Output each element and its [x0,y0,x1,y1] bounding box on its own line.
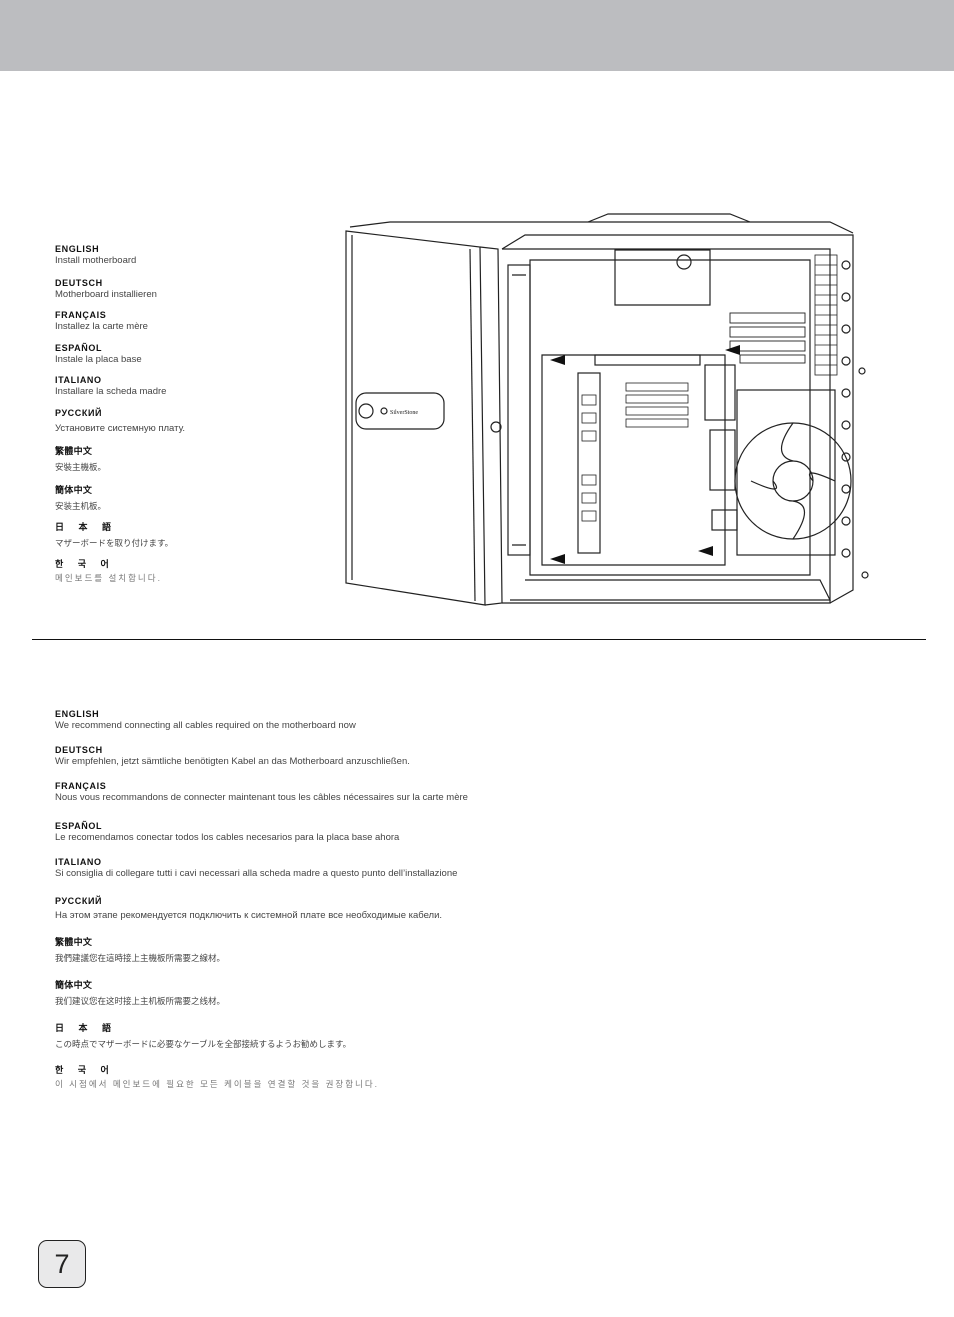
lang-title: 한 국 어 [55,559,115,569]
motherboard [541,354,726,566]
fan-blades [750,422,836,540]
lang-title: 日 本 語 [55,522,118,532]
lang-title: 日 本 語 [55,1023,118,1033]
expansion-slots [729,312,806,364]
lang-block-simplified-chinese-2: 簡体中文 我们建议您在这时接上主机板所需要之线材。 [55,980,225,1007]
lang-text: 安装主机板。 [55,501,107,511]
lang-block-japanese-2: 日 本 語 この時点でマザーボードに必要なケーブルを全部接続するようお勧めします… [55,1023,351,1050]
lang-title: ESPAÑOL [55,821,103,831]
lang-block-korean-2: 한 국 어 이 시점에서 메인보드에 필요한 모든 케이블을 연결할 것을 권장… [55,1065,379,1090]
screw-arrows [550,345,740,564]
front-side [479,246,503,606]
lang-title: ESPAÑOL [55,343,103,353]
lang-text: 我們建議您在這時接上主機板所需要之線材。 [55,953,226,963]
lang-text: We recommend connecting all cables requi… [55,720,356,731]
lang-block-french: FRANÇAIS Installez la carte mère [55,310,148,333]
lang-block-english: ENGLISH Install motherboard [55,244,136,267]
io-block-lower [711,509,738,531]
lang-text: Install motherboard [55,255,137,266]
lang-block-english-2: ENGLISH We recommend connecting all cabl… [55,709,356,732]
corner-screw [861,571,869,579]
lang-text: Wir empfehlen, jetzt sämtliche benötigte… [55,756,410,767]
chassis-floor [510,579,831,601]
lang-title: 簡体中文 [55,485,93,495]
chassis-top-edge [349,221,854,234]
lang-text: Le recomendamos conectar todos los cable… [55,832,400,843]
interior-back [529,259,811,576]
lang-title: 簡体中文 [55,980,93,990]
lang-text: 메인보드를 설치합니다. [55,573,162,583]
io-block-middle [709,429,736,491]
lang-block-spanish-2: ESPAÑOL Le recomendamos conectar todos l… [55,821,399,844]
ram-slot-column [577,372,601,554]
lang-block-simplified-chinese: 簡体中文 安装主机板。 [55,485,106,512]
lang-block-german-2: DEUTSCH Wir empfehlen, jetzt sämtliche b… [55,745,410,768]
header-band [0,0,954,71]
lang-title: ENGLISH [55,244,100,254]
front-badge [355,392,445,430]
lang-block-russian-2: РУССКИЙ На этом этапе рекомендуется подк… [55,896,442,922]
silverstone-logo-icon [380,407,388,415]
lang-block-french-2: FRANÇAIS Nous vous recommandons de conne… [55,781,468,804]
lang-block-japanese: 日 本 語 マザーボードを取り付けます。 [55,522,173,549]
heatsink [625,382,689,428]
lang-title: ENGLISH [55,709,100,719]
lang-title: 한 국 어 [55,1065,115,1075]
chassis-frame [502,248,831,604]
lang-title: ITALIANO [55,857,102,867]
lang-title: 繁體中文 [55,446,93,456]
io-block-upper [704,364,736,421]
rear-vent-grid [814,254,838,376]
lang-block-italian-2: ITALIANO Si consiglia di collegare tutti… [55,857,457,880]
rear-fan-hub [772,460,814,502]
lang-block-traditional-chinese: 繁體中文 安裝主機板。 [55,446,106,473]
lang-block-korean: 한 국 어 메인보드를 설치합니다. [55,559,162,584]
psu-bracket [614,249,711,306]
front-screw [490,421,502,433]
lang-text: Si consiglia di collegare tutti i cavi n… [55,868,458,879]
motherboard-top-connector [594,354,701,366]
chassis-illustration: SilverStone [345,213,869,606]
lang-text: Установите системную плату. [55,423,186,434]
rear-screws [841,260,851,558]
lang-block-traditional-chinese-2: 繁體中文 我們建議您在這時接上主機板所需要之線材。 [55,937,225,964]
page-number: 7 [38,1240,86,1288]
lang-text: Instale la placa base [55,354,142,365]
psu-hole [676,254,692,270]
power-button [358,403,374,419]
fan-lines [512,274,526,546]
brand-label: SilverStone [390,410,418,416]
lang-text: Installare la scheda madre [55,386,167,397]
lang-text: Installez la carte mère [55,321,148,332]
chassis-back-frame [501,234,854,604]
section-divider [32,639,926,640]
lang-text: Motherboard installieren [55,289,157,300]
front-edge-inner [469,248,476,602]
lang-text: 我们建议您在这时接上主机板所需要之线材。 [55,996,226,1006]
front-fan-frame [507,264,531,556]
lang-text: この時点でマザーボードに必要なケーブルを全部接続するようお勧めします。 [55,1039,352,1049]
lang-title: 繁體中文 [55,937,93,947]
lang-text: 安裝主機板。 [55,462,107,472]
lang-title: FRANÇAIS [55,310,107,320]
lang-block-spanish: ESPAÑOL Instale la placa base [55,343,142,366]
lang-text: На этом этапе рекомендуется подключить к… [55,910,443,921]
lang-title: DEUTSCH [55,278,103,288]
lang-title: FRANÇAIS [55,781,107,791]
lang-text: マザーボードを取り付けます。 [55,538,174,548]
rear-fan-frame [736,389,836,556]
lang-block-russian: РУССКИЙ Установите системную плату. [55,408,185,435]
lang-title: DEUTSCH [55,745,103,755]
top-vent [587,213,751,223]
lang-text: 이 시점에서 메인보드에 필요한 모든 케이블을 연결할 것을 권장합니다. [55,1079,380,1089]
lang-text: Nous vous recommandons de connecter main… [55,792,468,803]
lang-title: ITALIANO [55,375,102,385]
lang-title: РУССКИЙ [55,896,103,906]
ram-slots [581,394,597,522]
lang-title: РУССКИЙ [55,408,103,418]
side-screw [858,367,866,375]
lang-block-italian: ITALIANO Installare la scheda madre [55,375,166,398]
lang-block-german: DEUTSCH Motherboard installieren [55,278,157,301]
